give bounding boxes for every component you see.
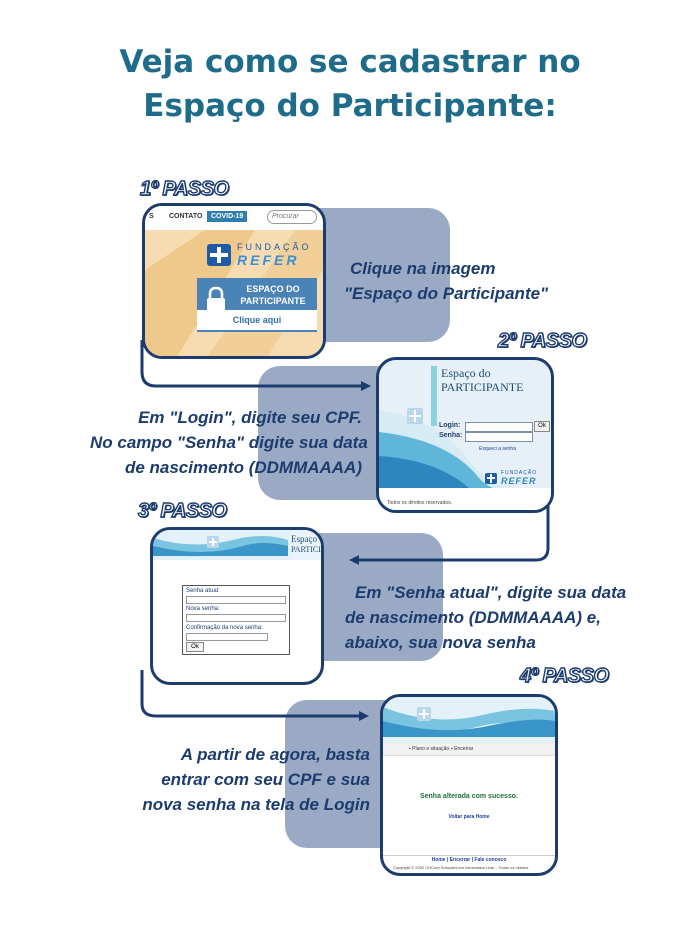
logo-refer-text: REFER [237,252,300,268]
back-to-home-link[interactable]: Voltar para Home [448,814,490,820]
success-logo-watermark [417,707,431,721]
page-title-line2: Espaço do Participante: [143,88,557,124]
password-label: Senha: [439,432,463,439]
login-label: Login: [439,422,461,429]
step2-screenshot[interactable]: Espaço do PARTICIPANTE Login: Ok Senha: … [376,357,554,513]
search-input[interactable]: Procurar [267,210,317,224]
login-ok-button[interactable]: Ok [534,421,550,432]
step4-label: 4º PASSO [519,664,609,687]
login-refer-logo-mark [485,473,497,484]
step3-instruction: Em "Senha atual", digite sua data de nas… [345,583,627,652]
change-password-heading2: PARTICIPANTE [291,545,321,554]
step1-screenshot[interactable]: S CONTATO COVID-19 Procurar FUNDAÇÃO REF… [142,203,326,359]
success-footer-divider [383,855,555,856]
card-title-line1: ESPAÇO DO [246,284,300,294]
password-input[interactable] [465,432,533,442]
logo-fundacao-text: FUNDAÇÃO [237,242,312,252]
card-title-line2: PARTICIPANTE [240,296,306,306]
forgot-password-link[interactable]: Esqueci a senha [479,446,516,452]
login-footer-text: Todos os direitos reservados. [387,500,453,506]
login-logo-fundacao: FUNDAÇÃO [501,470,538,476]
connector-3-to-4 [140,670,369,721]
step1-instruction: Clique na imagem "Espaço do Participante… [344,259,549,303]
menu-plans-item[interactable]: ▪ Plano e situação [409,746,450,752]
login-input[interactable] [465,422,533,432]
login-header-stripe [431,366,437,426]
new-password-label: Nova senha: [186,606,220,612]
site-nav-bar: S CONTATO COVID-19 Procurar [145,206,323,230]
login-logo-watermark [407,408,423,424]
current-password-label: Senha atual: [186,588,220,594]
step2-instruction: Em "Login", digite seu CPF. No campo "Se… [90,408,368,477]
connector-1-to-2 [140,340,371,391]
step3-screenshot[interactable]: Espaço PARTICIPANTE Senha atual: Nova se… [150,527,324,685]
success-menu-bar: ▪ Plano e situação ▪ Encerrar [383,743,555,756]
card-click-here-link[interactable]: Clique aqui [197,310,317,330]
fundacao-refer-logo: FUNDAÇÃO REFER [207,240,312,270]
step1-label: 1º PASSO [139,177,229,200]
new-password-input[interactable] [186,614,286,622]
step4-instruction: A partir de agora, basta entrar com seu … [142,745,370,814]
refer-logo-mark [207,244,231,266]
step4-screenshot[interactable]: ▪ Plano e situação ▪ Encerrar Senha alte… [380,694,558,876]
change-password-logo-watermark [207,536,219,548]
nav-contact-link[interactable]: CONTATO [169,213,203,220]
menu-exit-item[interactable]: ▪ Encerrar [451,746,474,752]
login-heading-line1: Espaço do [441,366,491,380]
confirm-password-input[interactable] [186,633,268,641]
change-password-form: Senha atual: Nova senha: Confirmação da … [182,585,290,655]
success-header-wave [383,697,555,743]
login-wave-decoration [379,410,551,510]
success-footer-links[interactable]: Home | Encerrar | Fale conosco [431,857,507,863]
nav-partial-item: S [149,213,154,220]
connector-2-to-3 [349,480,550,565]
login-heading-line2: PARTICIPANTE [441,380,524,394]
current-password-input[interactable] [186,596,286,604]
change-password-heading1: Espaço [291,534,317,544]
login-logo-refer: REFER [501,476,537,486]
change-password-header-wave [153,530,321,560]
step2-label: 2º PASSO [497,329,587,352]
step3-label: 3º PASSO [137,499,227,522]
confirm-password-label: Confirmação da nova senha: [186,625,263,631]
copyright-text: Copyright © 2002 CHCorp Soluções em Info… [393,865,529,870]
nav-covid-link[interactable]: COVID-19 [207,211,248,222]
change-password-ok-button[interactable]: Ok [186,642,204,652]
padlock-icon [207,286,225,312]
page-title-line1: Veja como se cadastrar no [119,44,581,80]
success-message: Senha alterada com sucesso. [419,793,519,800]
